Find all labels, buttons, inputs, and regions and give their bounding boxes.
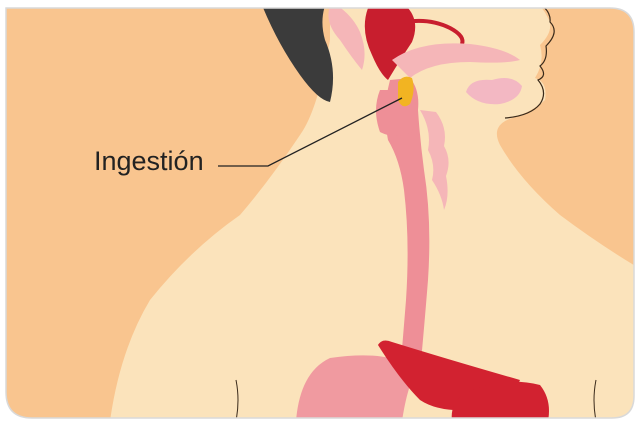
callout-label: Ingestión	[94, 145, 204, 177]
